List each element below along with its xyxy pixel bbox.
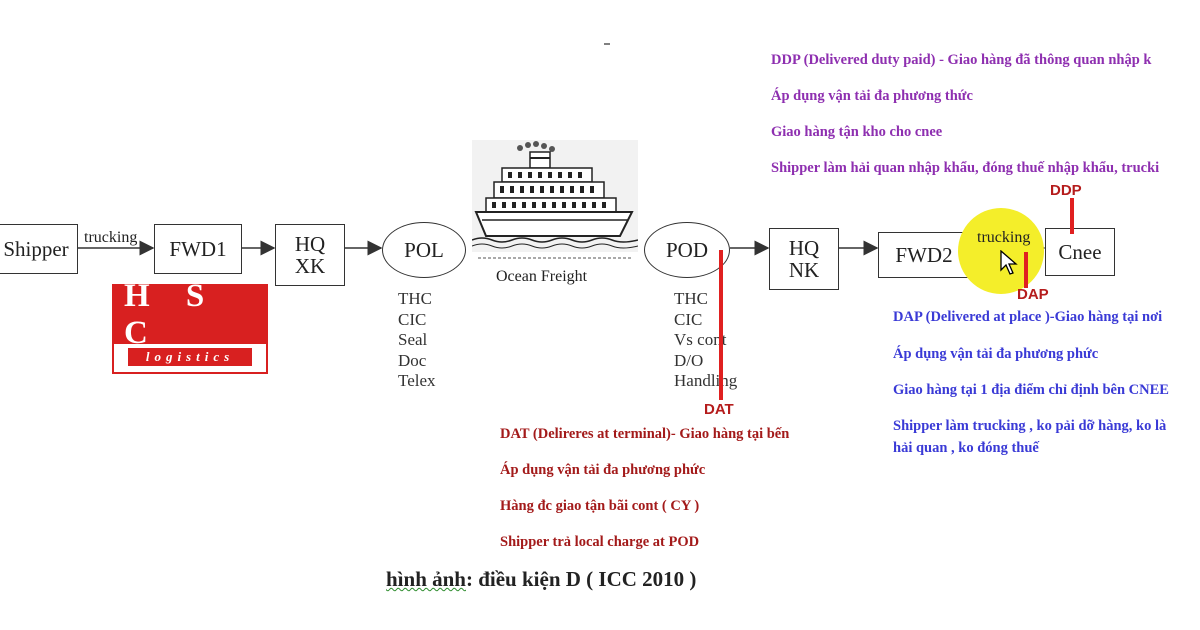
fwd2-label: FWD2 (895, 243, 953, 267)
pol-label: POL (404, 237, 444, 262)
charge-item: Telex (398, 371, 436, 390)
shipper-box: Shipper (0, 224, 78, 274)
mouse-pointer-icon (1000, 250, 1018, 275)
dap-marker-bar (1024, 252, 1028, 288)
fwd1-box: FWD1 (154, 224, 242, 274)
hsc-logo-name: H S C (114, 278, 266, 351)
fwd1-label: FWD1 (169, 237, 227, 261)
ddp-note-2: Áp dụng vận tải đa phương thức (771, 88, 973, 104)
hsc-logo-subtitle: logistics (128, 348, 252, 366)
ddp-marker-bar (1070, 198, 1074, 234)
hq-nk-label-bottom: NK (788, 258, 820, 282)
dap-note-2: Áp dụng vận tải đa phương phức (893, 346, 1099, 362)
dat-marker-bar (719, 250, 723, 400)
dap-marker-label: DAP (1017, 286, 1049, 303)
cnee-label: Cnee (1058, 240, 1102, 264)
caption-rest: : điều kiện D ( ICC 2010 ) (465, 567, 697, 591)
hq-xk-label-top: HQ (294, 232, 326, 256)
pod-label: POD (665, 237, 708, 262)
ship-icon (472, 140, 638, 252)
pol-oval: POL (382, 222, 466, 278)
dat-note-2: Áp dụng vận tải đa phương phức (500, 462, 706, 478)
pod-oval: POD (644, 222, 730, 278)
ddp-note-4: Shipper làm hải quan nhập khẩu, đóng thu… (771, 160, 1160, 176)
hsc-logo: H S C logistics (112, 278, 268, 374)
ddp-marker-label: DDP (1050, 182, 1082, 199)
charge-item: Vs cont (674, 330, 727, 349)
ocean-freight-label: Ocean Freight (496, 268, 588, 285)
charge-item: D/O (674, 350, 704, 370)
trucking-label-left: trucking (84, 229, 138, 246)
caption-underlined: hình ảnh (386, 567, 466, 591)
dat-marker-label: DAT (704, 401, 734, 418)
charge-item: Doc (398, 350, 427, 370)
charge-item: CIC (398, 309, 427, 329)
trucking-label-right: trucking (977, 229, 1031, 246)
hq-xk-label-bottom: XK (294, 254, 326, 278)
charge-item: THC (398, 289, 432, 308)
charge-item: CIC (674, 309, 703, 329)
pol-charges: THC CIC Seal Doc Telex (398, 289, 436, 392)
ddp-note-1: DDP (Delivered duty paid) - Giao hàng đã… (771, 52, 1152, 68)
cnee-box: Cnee (1045, 228, 1115, 276)
charge-item: Handling (674, 371, 738, 390)
shipper-label: Shipper (3, 237, 69, 261)
dap-note-5: hải quan , ko đóng thuế (893, 440, 1039, 456)
hq-nk-label-top: HQ (788, 236, 820, 260)
fwd2-box: FWD2 (878, 232, 970, 278)
dat-note-1: DAT (Delireres at terminal)- Giao hàng t… (500, 426, 790, 442)
pod-charges: THC CIC Vs cont D/O Handling (674, 289, 737, 392)
diagram-caption: hình ảnh: điều kiện D ( ICC 2010 ) (386, 567, 696, 592)
dap-note-1: DAP (Delivered at place )-Giao hàng tại … (893, 309, 1163, 325)
dat-note-4: Shipper trả local charge at POD (500, 534, 700, 550)
ddp-note-3: Giao hàng tận kho cho cnee (771, 124, 943, 140)
charge-item: THC (674, 289, 708, 308)
charge-item: Seal (398, 330, 428, 349)
dat-note-3: Hàng đc giao tận bãi cont ( CY ) (500, 498, 700, 514)
dap-note-4: Shipper làm trucking , ko pải dỡ hàng, k… (893, 418, 1167, 434)
dap-note-3: Giao hàng tại 1 địa điểm chỉ định bên CN… (893, 382, 1169, 398)
